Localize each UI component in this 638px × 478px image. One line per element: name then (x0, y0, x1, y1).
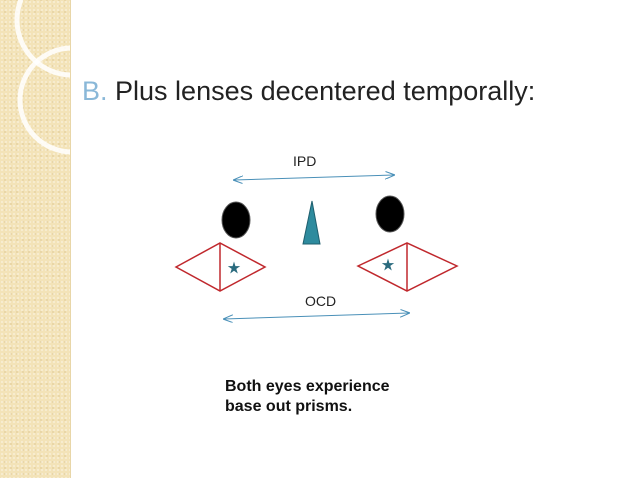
right-lens (356, 242, 459, 292)
slide-title-text: Plus lenses decentered temporally: (115, 76, 536, 106)
ipd-label: IPD (293, 153, 316, 169)
caption: Both eyes experience base out prisms. (225, 377, 390, 417)
caption-line-2: base out prisms. (225, 398, 353, 415)
right-lens-outline (356, 242, 459, 292)
left-lens-outline (174, 242, 267, 292)
slide-title: B. Plus lenses decentered temporally: (82, 76, 535, 107)
star-icon (227, 261, 241, 274)
prism-icon (302, 200, 321, 245)
ipd-arrow (234, 175, 394, 180)
right-eye (375, 195, 405, 233)
left-eye (221, 201, 251, 239)
left-lens (174, 242, 267, 292)
decorative-rings (14, 0, 70, 155)
ocd-arrow (224, 313, 409, 319)
star-icon (381, 258, 395, 271)
slide-title-prefix: B. (82, 76, 108, 106)
decorative-side-panel (0, 0, 71, 478)
caption-line-1: Both eyes experience (225, 378, 390, 395)
ocd-label: OCD (305, 293, 336, 309)
